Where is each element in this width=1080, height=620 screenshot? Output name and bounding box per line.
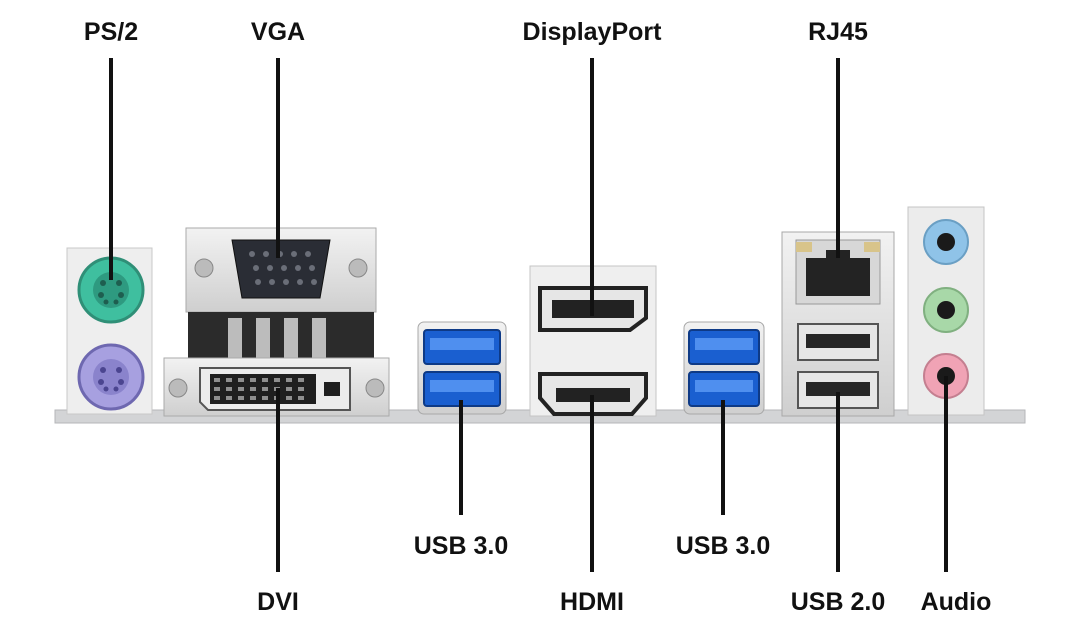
label-dvi: DVI: [257, 588, 299, 616]
label-ps2: PS/2: [83, 18, 139, 46]
label-usb30-right: USB 3.0: [675, 532, 771, 560]
label-usb30-left: USB 3.0: [413, 532, 509, 560]
leader-lines: [109, 58, 948, 572]
label-hdmi: HDMI: [560, 588, 624, 616]
label-usb20: USB 2.0: [790, 588, 886, 616]
vga-connector: [185, 227, 377, 358]
label-vga: VGA: [250, 18, 306, 46]
rj45-usb20-block: [781, 231, 895, 417]
label-audio: Audio: [920, 588, 992, 616]
rj45-port: [806, 258, 870, 296]
label-displayport: DisplayPort: [522, 18, 662, 46]
label-rj45: RJ45: [808, 18, 868, 46]
usb30-right-connector: [683, 321, 765, 415]
usb30-left-connector: [417, 321, 507, 415]
